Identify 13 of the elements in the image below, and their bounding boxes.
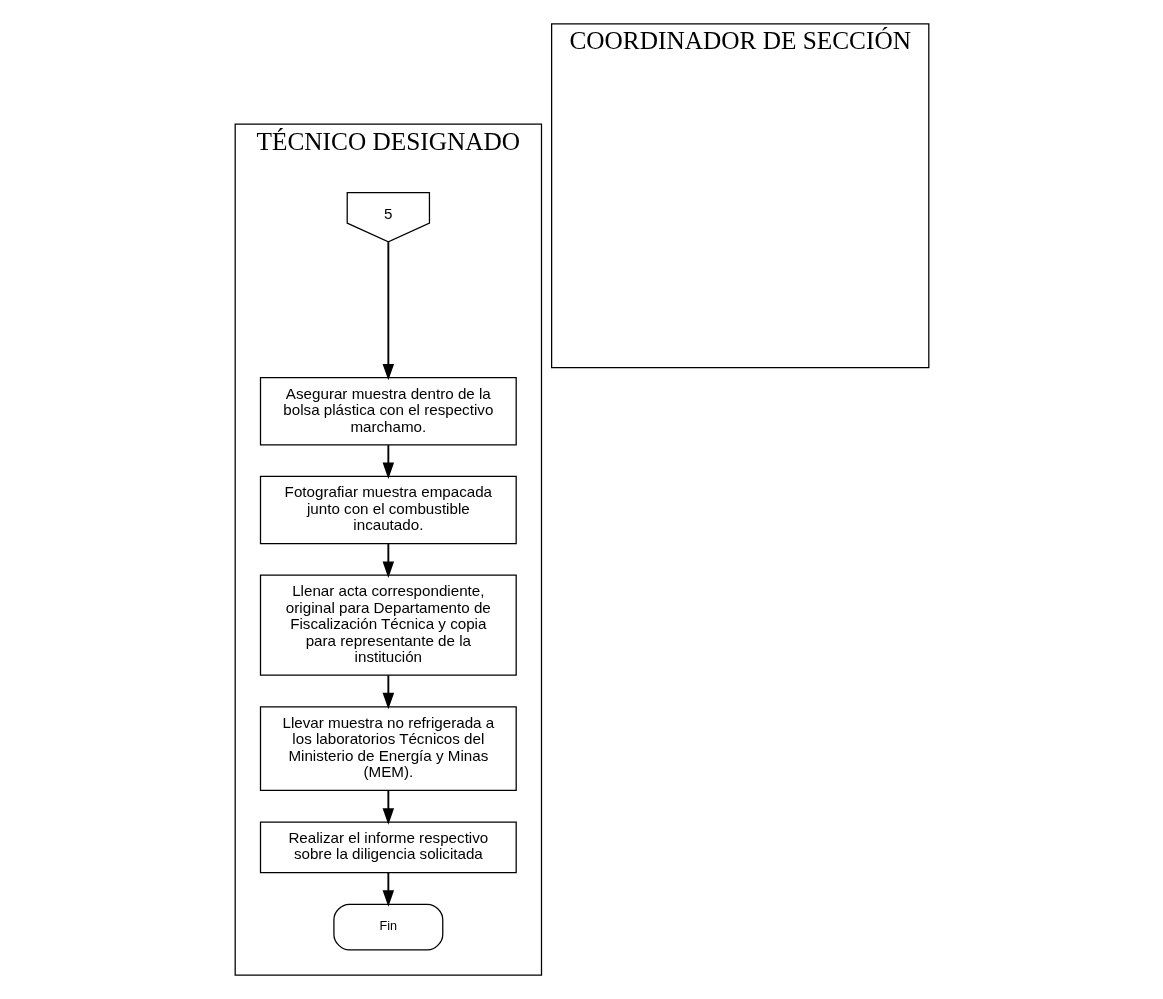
node-box: COORDINADOR DE SECCIÓN <box>550 23 929 369</box>
arrow <box>382 542 394 578</box>
node-box: Llevar muestra no refrigerada a los laboratorios Técnicos del Ministerio de Energía y Minas (MEM). <box>259 706 517 791</box>
arrow <box>382 789 394 825</box>
arrow <box>382 872 394 907</box>
node-box: Llenar acta correspondiente, original para Departamento de Fiscalización Técnica y copia para representante de la institución <box>259 574 517 676</box>
node-box: Realizar el informe respectivo sobre la diligencia solicitada <box>259 821 517 874</box>
node-box: Fin <box>332 903 443 951</box>
node-box: Asegurar muestra dentro de la bolsa plástica con el respectivo marchamo. <box>259 377 517 446</box>
node-box: Fotografiar muestra empacada junto con el combustible incautado. <box>259 475 517 545</box>
arrow <box>382 241 394 381</box>
arrow <box>382 444 394 480</box>
arrow <box>382 674 394 710</box>
